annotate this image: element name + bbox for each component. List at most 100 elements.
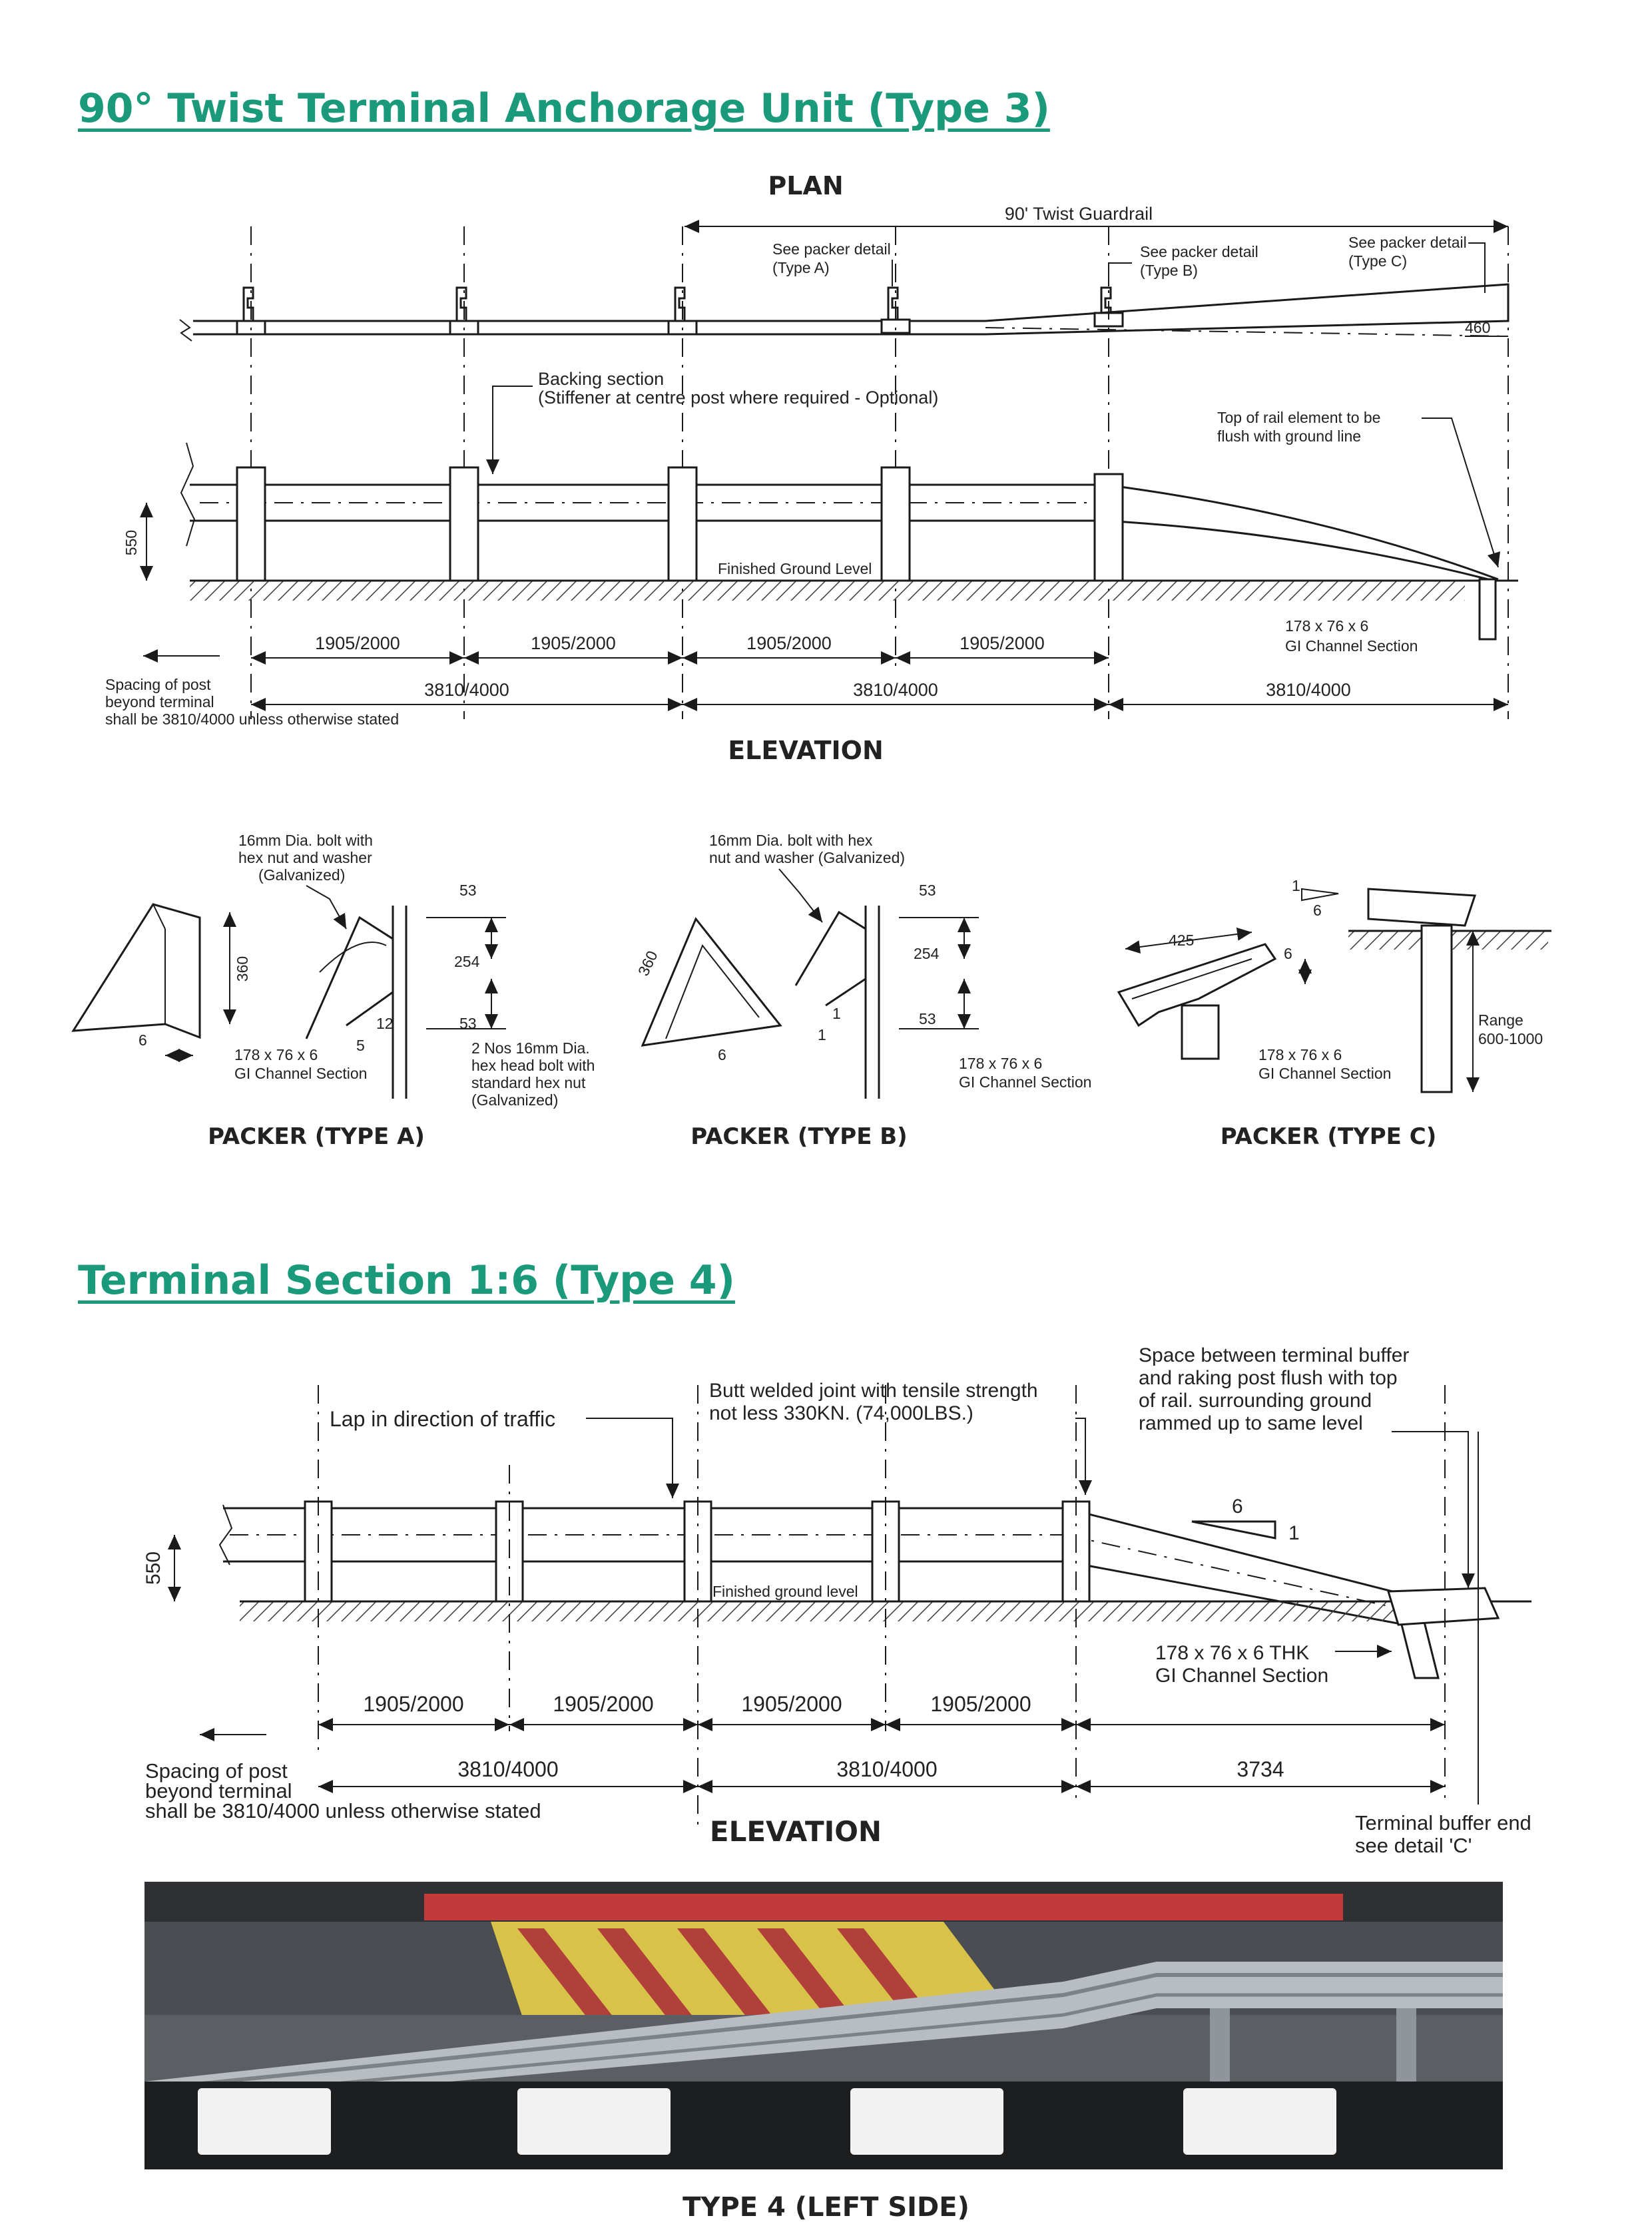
plan-packer-b-line2: (Type B) — [1140, 262, 1198, 279]
packer-a-53-bottom: 53 — [459, 1015, 477, 1032]
packer-b-slope-b: 1 — [818, 1026, 826, 1043]
packer-b-channel-line2: GI Channel Section — [959, 1073, 1091, 1091]
packer-b-6: 6 — [718, 1046, 726, 1063]
t3-dim-3810-3: 3810/4000 — [1266, 680, 1351, 700]
backing-line2: (Stiffener at centre post where required… — [538, 388, 938, 408]
packer-a-drawing — [71, 903, 506, 1099]
packer-c-title: PACKER (TYPE C) — [1221, 1123, 1436, 1150]
packer-a-bolts-line3: standard hex nut — [471, 1074, 586, 1091]
backing-line1: Backing section — [538, 369, 664, 389]
packer-b-53-bottom: 53 — [919, 1010, 936, 1027]
t4-spacing-line2: beyond terminal — [145, 1779, 292, 1803]
t3-dim-3810-1: 3810/4000 — [424, 680, 509, 700]
t4-dim-1905-1: 1905/2000 — [363, 1692, 463, 1716]
plan-title: PLAN — [768, 171, 843, 200]
t3-dim-1905-2: 1905/2000 — [531, 633, 616, 653]
type4-dimensions — [200, 1432, 1479, 1805]
packer-c-channel-line2: GI Channel Section — [1258, 1065, 1391, 1082]
packer-a-bolt-line3: (Galvanized) — [258, 866, 345, 884]
packer-c-425: 425 — [1169, 932, 1194, 949]
t3-spacing-line3: shall be 3810/4000 unless otherwise stat… — [105, 710, 399, 728]
packer-a-254: 254 — [454, 953, 480, 970]
t3-spacing-line1: Spacing of post — [105, 676, 211, 693]
space-line4: rammed up to same level — [1139, 1412, 1363, 1434]
plan-packer-b-line1: See packer detail — [1140, 243, 1258, 260]
type4-ground-label: Finished ground level — [712, 1583, 858, 1600]
top-rail-line1: Top of rail element to be — [1217, 409, 1380, 426]
t4-spacing-line1: Spacing of post — [145, 1759, 288, 1783]
packer-a-53-top: 53 — [459, 882, 477, 899]
type3-dimensions — [143, 649, 1508, 711]
leader — [778, 868, 823, 923]
lap-leader — [586, 1418, 679, 1498]
leader — [306, 885, 347, 930]
buffer-line2: see detail 'C' — [1355, 1834, 1472, 1857]
packer-b-bolt-line1: 16mm Dia. bolt with hex — [709, 832, 873, 849]
space-leader — [1392, 1431, 1475, 1588]
packer-b-53-top: 53 — [919, 882, 936, 899]
type4-slope-6: 6 — [1232, 1496, 1243, 1518]
type4-channel-line2: GI Channel Section — [1155, 1665, 1328, 1687]
packer-c-slope-b: 6 — [1313, 902, 1322, 919]
packer-a-channel-line1: 178 x 76 x 6 — [234, 1046, 318, 1063]
butt-leader — [1075, 1418, 1092, 1495]
ground-level-label: Finished Ground Level — [718, 560, 872, 577]
t4-dim-3810-1: 3810/4000 — [457, 1757, 558, 1781]
t4-spacing-line3: shall be 3810/4000 unless otherwise stat… — [145, 1799, 541, 1822]
plan-packer-a-line2: (Type A) — [772, 259, 830, 276]
top-rail-line2: flush with ground line — [1217, 427, 1361, 445]
packer-a-bolts-line2: hex head bolt with — [471, 1057, 595, 1074]
packer-b-title: PACKER (TYPE B) — [690, 1123, 907, 1150]
packer-a-bolt-line1: 16mm Dia. bolt with — [238, 832, 373, 849]
packer-a-bolts-line4: (Galvanized) — [471, 1091, 558, 1109]
t4-dim-1905-2: 1905/2000 — [553, 1692, 653, 1716]
packer-c-range-line1: Range — [1478, 1011, 1523, 1029]
leader — [1468, 242, 1486, 293]
top-rail-leader — [1422, 418, 1500, 568]
elevation-height-550: 550 — [123, 530, 140, 555]
space-line2: and raking post flush with top — [1139, 1367, 1398, 1389]
photo-caption: TYPE 4 (LEFT SIDE) — [683, 2192, 969, 2223]
packer-a-bolts-line1: 2 Nos 16mm Dia. — [471, 1039, 590, 1057]
packer-b-bolt-line2: nut and washer (Galvanized) — [709, 849, 905, 866]
lap-label: Lap in direction of traffic — [330, 1407, 555, 1431]
t3-dim-1905-3: 1905/2000 — [746, 633, 832, 653]
packer-a-bolt-line2: hex nut and washer — [238, 849, 372, 866]
type3-elevation-title: ELEVATION — [728, 736, 884, 765]
packer-b-slope: 1 — [832, 1005, 841, 1022]
plan-offset-460: 460 — [1465, 319, 1490, 336]
packer-c-6: 6 — [1284, 945, 1292, 962]
t4-dim-1905-4: 1905/2000 — [930, 1692, 1031, 1716]
type4-slope-1: 1 — [1288, 1522, 1300, 1544]
type4-height-550: 550 — [142, 1551, 164, 1585]
packer-a-channel-line2: GI Channel Section — [234, 1065, 367, 1082]
plan-packer-c-line2: (Type C) — [1348, 252, 1407, 270]
packer-b-drawing — [641, 906, 979, 1099]
packer-a-slope: 12 — [376, 1015, 394, 1032]
buffer-line1: Terminal buffer end — [1355, 1811, 1531, 1834]
space-line3: of rail. surrounding ground — [1139, 1390, 1372, 1412]
t3-dim-3810-2: 3810/4000 — [853, 680, 938, 700]
t4-dim-1905-3: 1905/2000 — [741, 1692, 842, 1716]
packer-b-254: 254 — [914, 945, 940, 962]
twist-guardrail-label: 90' Twist Guardrail — [1005, 204, 1153, 224]
t4-dim-3810-2: 3810/4000 — [836, 1757, 937, 1781]
packer-a-title: PACKER (TYPE A) — [208, 1123, 425, 1150]
backing-leader — [486, 386, 533, 474]
type4-elevation-title: ELEVATION — [710, 1815, 882, 1848]
elevation-type3: Finished Ground Level 550 — [123, 442, 1518, 641]
t4-dim-3734: 3734 — [1237, 1757, 1284, 1781]
packer-b-360: 360 — [635, 948, 661, 979]
packer-c-drawing — [1117, 888, 1551, 1093]
space-line1: Space between terminal buffer — [1139, 1344, 1409, 1366]
type3-channel-line1: 178 x 76 x 6 — [1285, 617, 1368, 635]
type4-channel-line1: 178 x 76 x 6 THK — [1155, 1642, 1309, 1664]
t3-dim-1905-1: 1905/2000 — [315, 633, 400, 653]
butt-line2: not less 330KN. (74,000LBS.) — [709, 1402, 973, 1424]
plan-packer-a-line1: See packer detail — [772, 240, 891, 258]
packer-c-channel-line1: 178 x 76 x 6 — [1258, 1046, 1342, 1063]
packer-a-6: 6 — [138, 1031, 147, 1049]
packer-b-channel-line1: 178 x 76 x 6 — [959, 1055, 1042, 1072]
butt-line1: Butt welded joint with tensile strength — [709, 1380, 1038, 1402]
plan-packer-c-line1: See packer detail — [1348, 234, 1467, 251]
